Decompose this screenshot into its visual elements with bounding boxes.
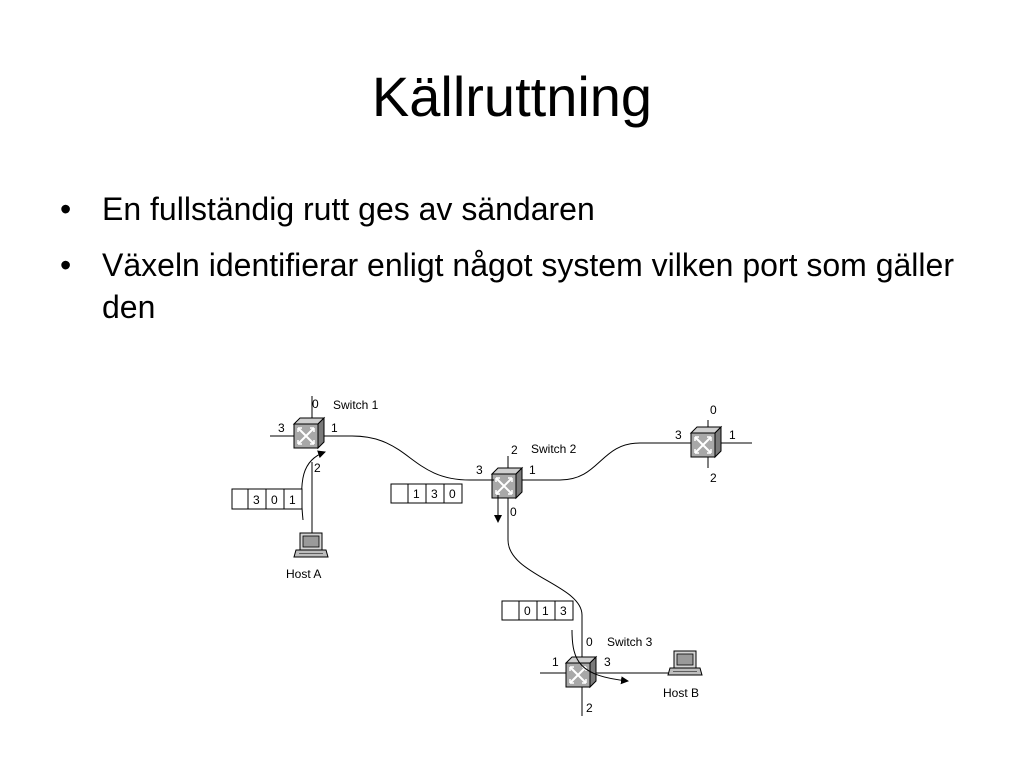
bullet-item: • En fullständig rutt ges av sändaren (60, 188, 960, 230)
header-cell: 3 (560, 604, 567, 618)
switch-right: 0 3 1 2 (666, 403, 752, 485)
switch-1-port-left: 3 (278, 421, 285, 435)
header-cell: 0 (524, 604, 531, 618)
switch-3-port-top: 0 (586, 635, 593, 649)
switch-1: 0 3 1 2 Switch 1 (270, 396, 379, 475)
switch-2: 2 3 1 0 Switch 2 (476, 442, 577, 519)
link-switch1-switch2 (351, 435, 494, 481)
bullet-symbol: • (60, 191, 72, 227)
switch-2-port-left: 3 (476, 463, 483, 477)
host-a-label: Host A (286, 567, 321, 581)
host-b: Host B (663, 650, 703, 700)
bullet-symbol: • (60, 247, 72, 283)
switch-1-port-top: 0 (312, 397, 319, 411)
host-a-computer-icon (293, 532, 329, 558)
link-switch2-switchright (522, 442, 666, 481)
header-cell: 1 (289, 493, 296, 507)
host-a: Host A (286, 532, 329, 581)
switch-2-icon (491, 467, 523, 499)
header-at-switch2: 1 3 0 (390, 483, 463, 504)
header-cell: 0 (449, 487, 456, 501)
switch-1-port-bottom: 2 (314, 461, 321, 475)
switch-3-port-left: 1 (552, 655, 559, 669)
header-cell: 0 (271, 493, 278, 507)
switch-3-port-bottom: 2 (586, 701, 593, 715)
switch-1-icon (293, 417, 325, 449)
slide-title: Källruttning (371, 65, 653, 128)
header-cell: 1 (542, 604, 549, 618)
host-b-label: Host B (663, 686, 699, 700)
bullet-text: En fullständig rutt ges av sändaren (102, 191, 595, 227)
header-cell: 3 (431, 487, 438, 501)
switch-2-port-top: 2 (511, 443, 518, 457)
bullet-item: • Växeln identifierar enligt något syste… (60, 244, 960, 328)
switch-right-icon (690, 426, 722, 458)
header-cell: 3 (253, 493, 260, 507)
switch-1-port-right: 1 (331, 421, 338, 435)
bullet-text: Växeln identifierar enligt något system … (102, 247, 954, 325)
host-b-computer-icon (667, 650, 703, 676)
switch-right-port-bottom: 2 (710, 471, 717, 485)
switch-2-port-right: 1 (529, 463, 536, 477)
switch-3-port-right: 3 (604, 655, 611, 669)
switch-right-port-top: 0 (710, 403, 717, 417)
switch-1-label: Switch 1 (333, 398, 379, 412)
bullet-list: • En fullständig rutt ges av sändaren • … (60, 188, 960, 342)
arrow-switch3-out (571, 629, 629, 685)
header-at-switch3: 0 1 3 (501, 600, 574, 621)
header-at-switch1: 3 0 1 (231, 488, 303, 510)
switch-right-port-right: 1 (729, 428, 736, 442)
link-switch2-switch3 (507, 498, 583, 640)
switch-right-port-left: 3 (675, 428, 682, 442)
switch-3: 0 1 3 2 Switch 3 (540, 635, 653, 716)
switch-2-label: Switch 2 (531, 442, 577, 456)
switch-2-port-bottom: 0 (510, 505, 517, 519)
switch-3-label: Switch 3 (607, 635, 653, 649)
header-cell: 1 (413, 487, 420, 501)
